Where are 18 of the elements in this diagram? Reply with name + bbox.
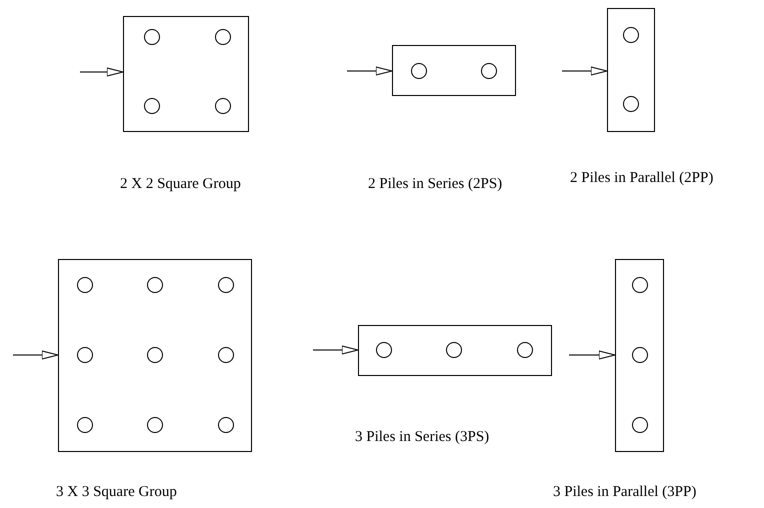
caption: 3 X 3 Square Group [56, 483, 177, 502]
pile-cap-box [392, 45, 516, 96]
pile-cap-box [123, 16, 249, 132]
pile-cap-box [615, 259, 664, 452]
arrow [562, 66, 608, 76]
caption: 2 Piles in Series (2PS) [368, 175, 502, 194]
caption: 2 Piles in Parallel (2PP) [570, 169, 714, 188]
arrow [12, 350, 58, 360]
pile-cap-box [58, 259, 252, 452]
caption: 3 Piles in Parallel (3PP) [553, 483, 696, 502]
caption: 2 X 2 Square Group [120, 175, 241, 194]
pile-cap-box [358, 325, 552, 376]
caption: 3 Piles in Series (3PS) [355, 428, 490, 447]
arrow [80, 68, 124, 76]
pile-cap-box [607, 8, 655, 132]
arrow [568, 350, 616, 360]
arrow [346, 66, 392, 76]
arrow [312, 346, 358, 354]
